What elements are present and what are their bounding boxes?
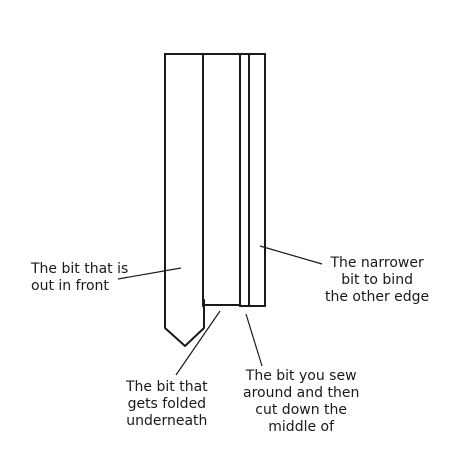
front-strip-outline bbox=[164, 53, 205, 347]
leader-sew bbox=[245, 313, 263, 367]
leader-narrow bbox=[259, 245, 323, 265]
label-sew-around: The bit you sew around and then cut down… bbox=[243, 368, 360, 435]
leader-folded bbox=[175, 310, 221, 376]
label-narrower-bit: The narrower bit to bind the other edge bbox=[325, 255, 430, 305]
label-out-in-front: The bit that is out in front bbox=[31, 261, 129, 294]
label-folded-underneath: The bit that gets folded underneath bbox=[126, 379, 208, 429]
leader-front bbox=[117, 267, 182, 280]
